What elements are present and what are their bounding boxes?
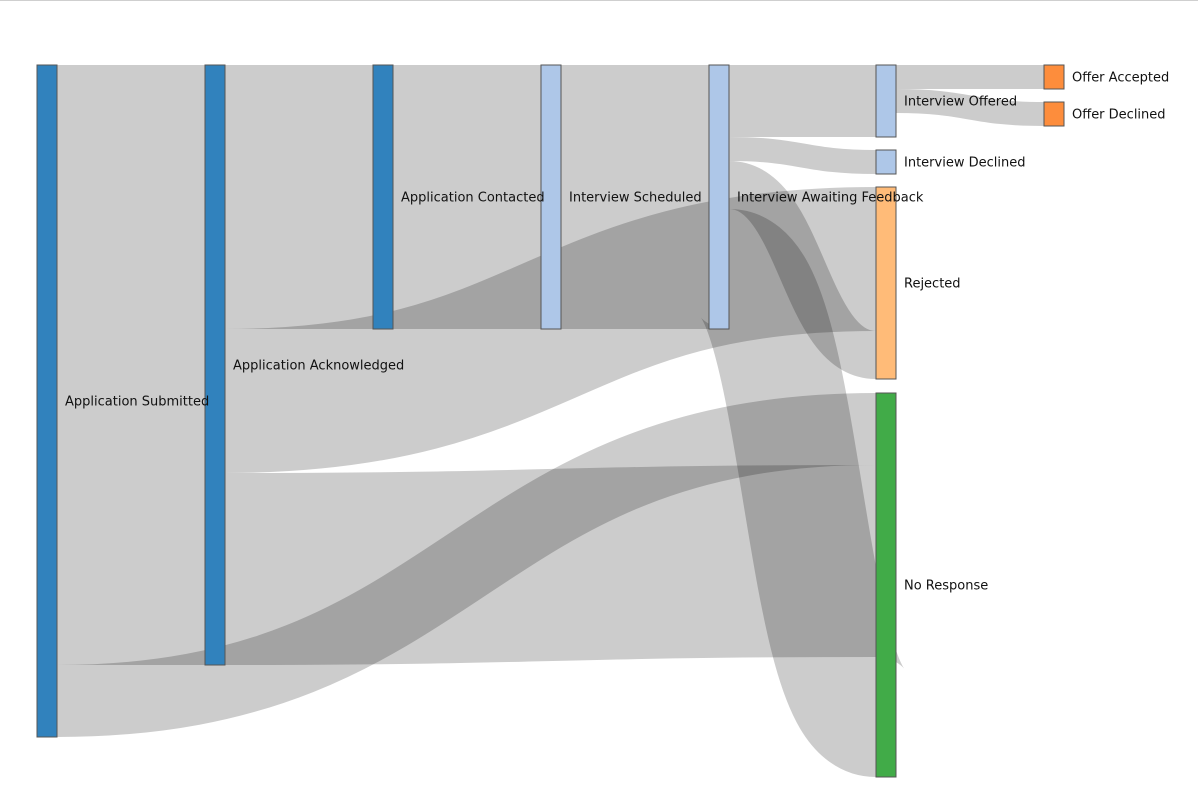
top-border xyxy=(0,0,1198,1)
node-acknowledged xyxy=(204,64,226,666)
label-submitted: Application Submitted xyxy=(65,395,209,410)
link-offered-to-offdeclined xyxy=(895,89,1045,126)
node-accepted xyxy=(1043,64,1065,90)
label-offdeclined: Offer Declined xyxy=(1072,108,1166,123)
link-awaiting-to-noresponse xyxy=(697,209,908,777)
node-declined xyxy=(875,149,897,175)
node-contacted xyxy=(372,64,394,330)
node-rejected xyxy=(875,186,897,380)
link-acknowledged-to-noresponse xyxy=(224,465,877,665)
link-awaiting-to-rejected xyxy=(726,161,879,379)
node-submitted xyxy=(36,64,58,738)
label-acknowledged: Application Acknowledged xyxy=(233,359,404,374)
node-awaiting xyxy=(708,64,730,330)
node-noresponse xyxy=(875,392,897,778)
label-contacted: Application Contacted xyxy=(401,191,545,206)
labels-layer: Application Submitted Application Acknowl… xyxy=(65,71,1169,594)
label-scheduled: Interview Scheduled xyxy=(569,191,702,206)
link-submitted-to-noresponse xyxy=(56,393,877,737)
label-offered: Interview Offered xyxy=(904,95,1017,110)
node-offdeclined xyxy=(1043,101,1065,127)
label-accepted: Offer Accepted xyxy=(1072,71,1169,86)
label-rejected: Rejected xyxy=(904,277,961,292)
links-layer xyxy=(56,64,1045,777)
node-scheduled xyxy=(540,64,562,330)
label-declined: Interview Declined xyxy=(904,156,1025,171)
nodes-layer xyxy=(36,64,1065,778)
node-offered xyxy=(875,64,897,138)
link-awaiting-to-declined xyxy=(728,137,877,174)
label-awaiting: Interview Awaiting Feedback xyxy=(737,191,924,206)
label-noresponse: No Response xyxy=(904,579,988,594)
link-acknowledged-to-rejected xyxy=(224,187,877,473)
